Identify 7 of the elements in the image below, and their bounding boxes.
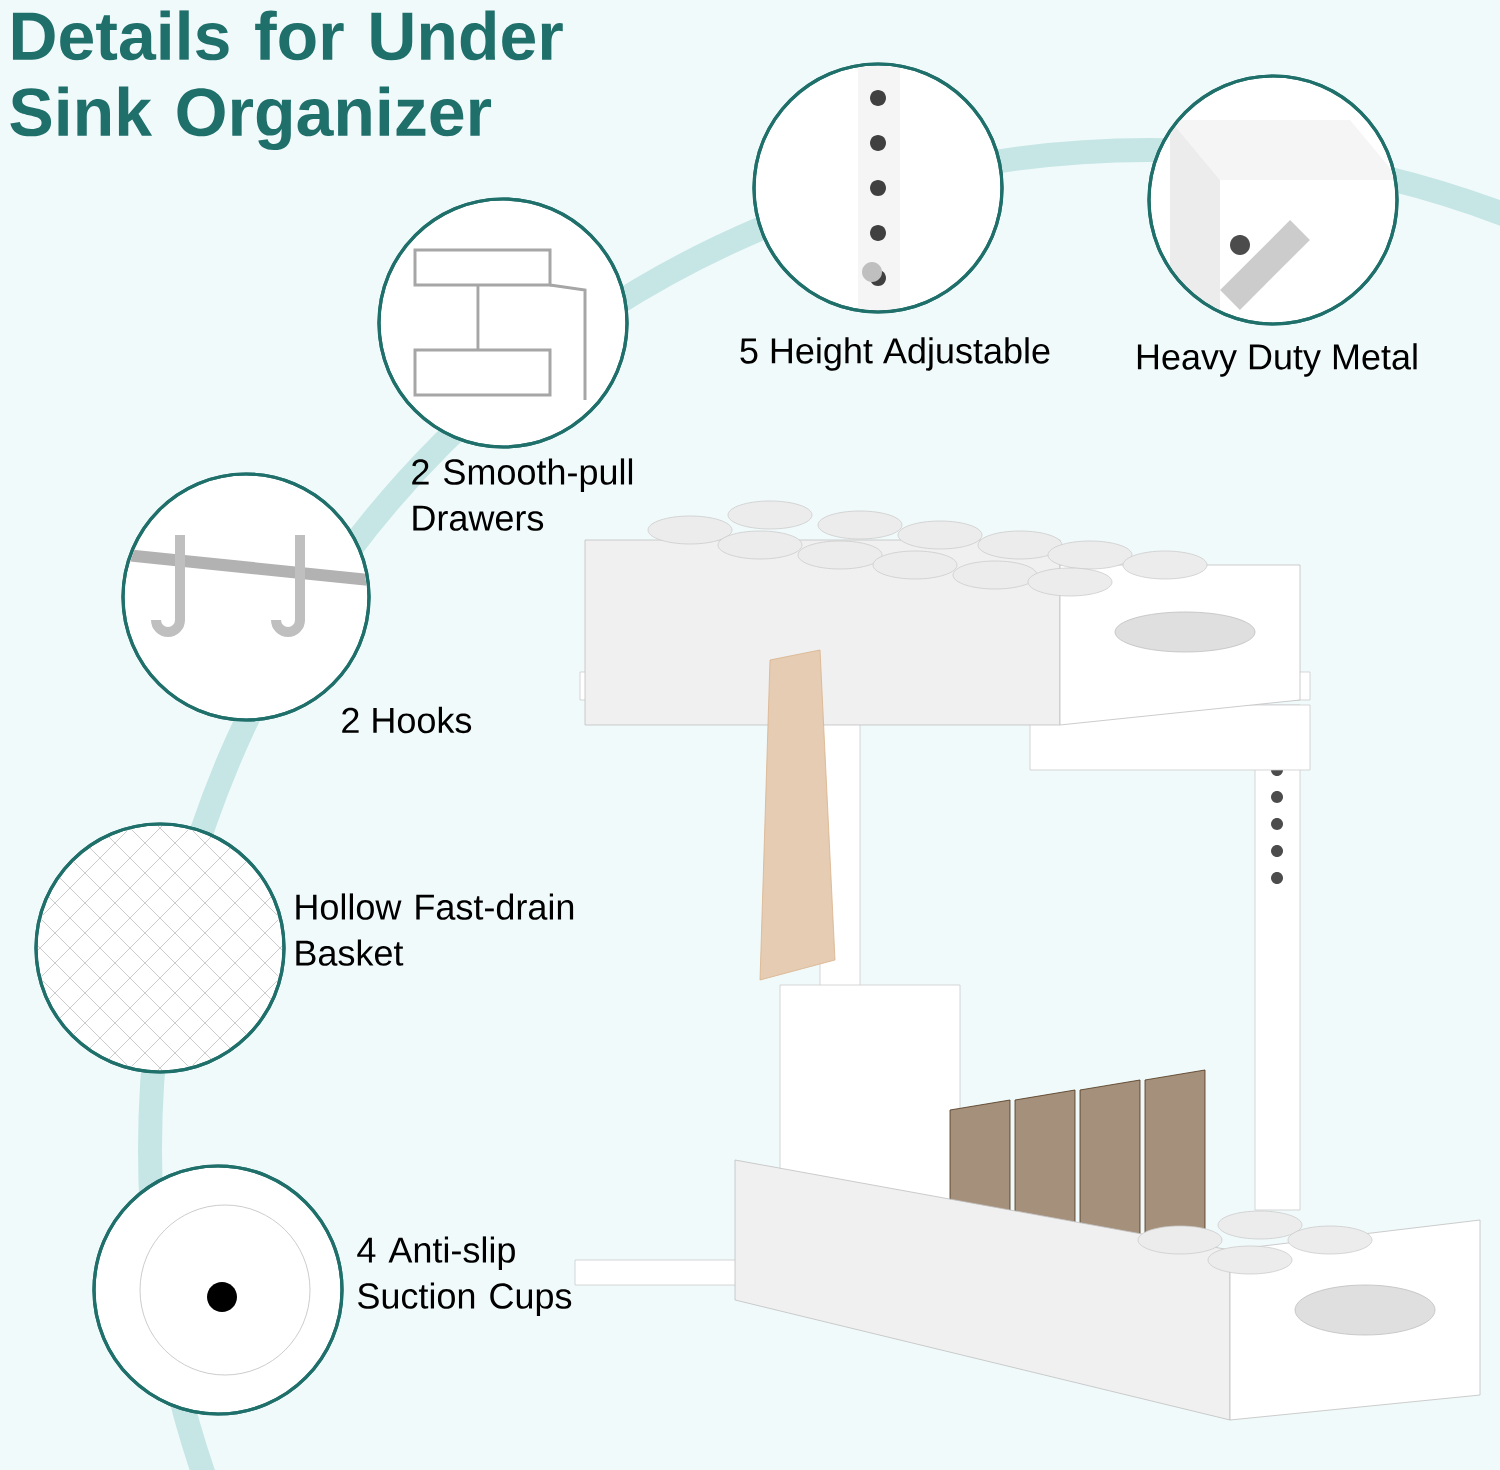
- feature-label: 4 Anti-slip Suction Cups: [357, 1236, 572, 1316]
- feature-label: 2 Hooks: [342, 706, 472, 734]
- title: Details for Under Sink Organizer: [10, 10, 563, 151]
- feature-label: 2 Smooth-pull Drawers: [412, 458, 633, 531]
- feature-label: Heavy Duty Metal: [1137, 343, 1417, 377]
- feature-label: 5 Height Adjustable: [740, 337, 1050, 371]
- feature-label: Hollow Fast-drain Basket: [296, 893, 574, 966]
